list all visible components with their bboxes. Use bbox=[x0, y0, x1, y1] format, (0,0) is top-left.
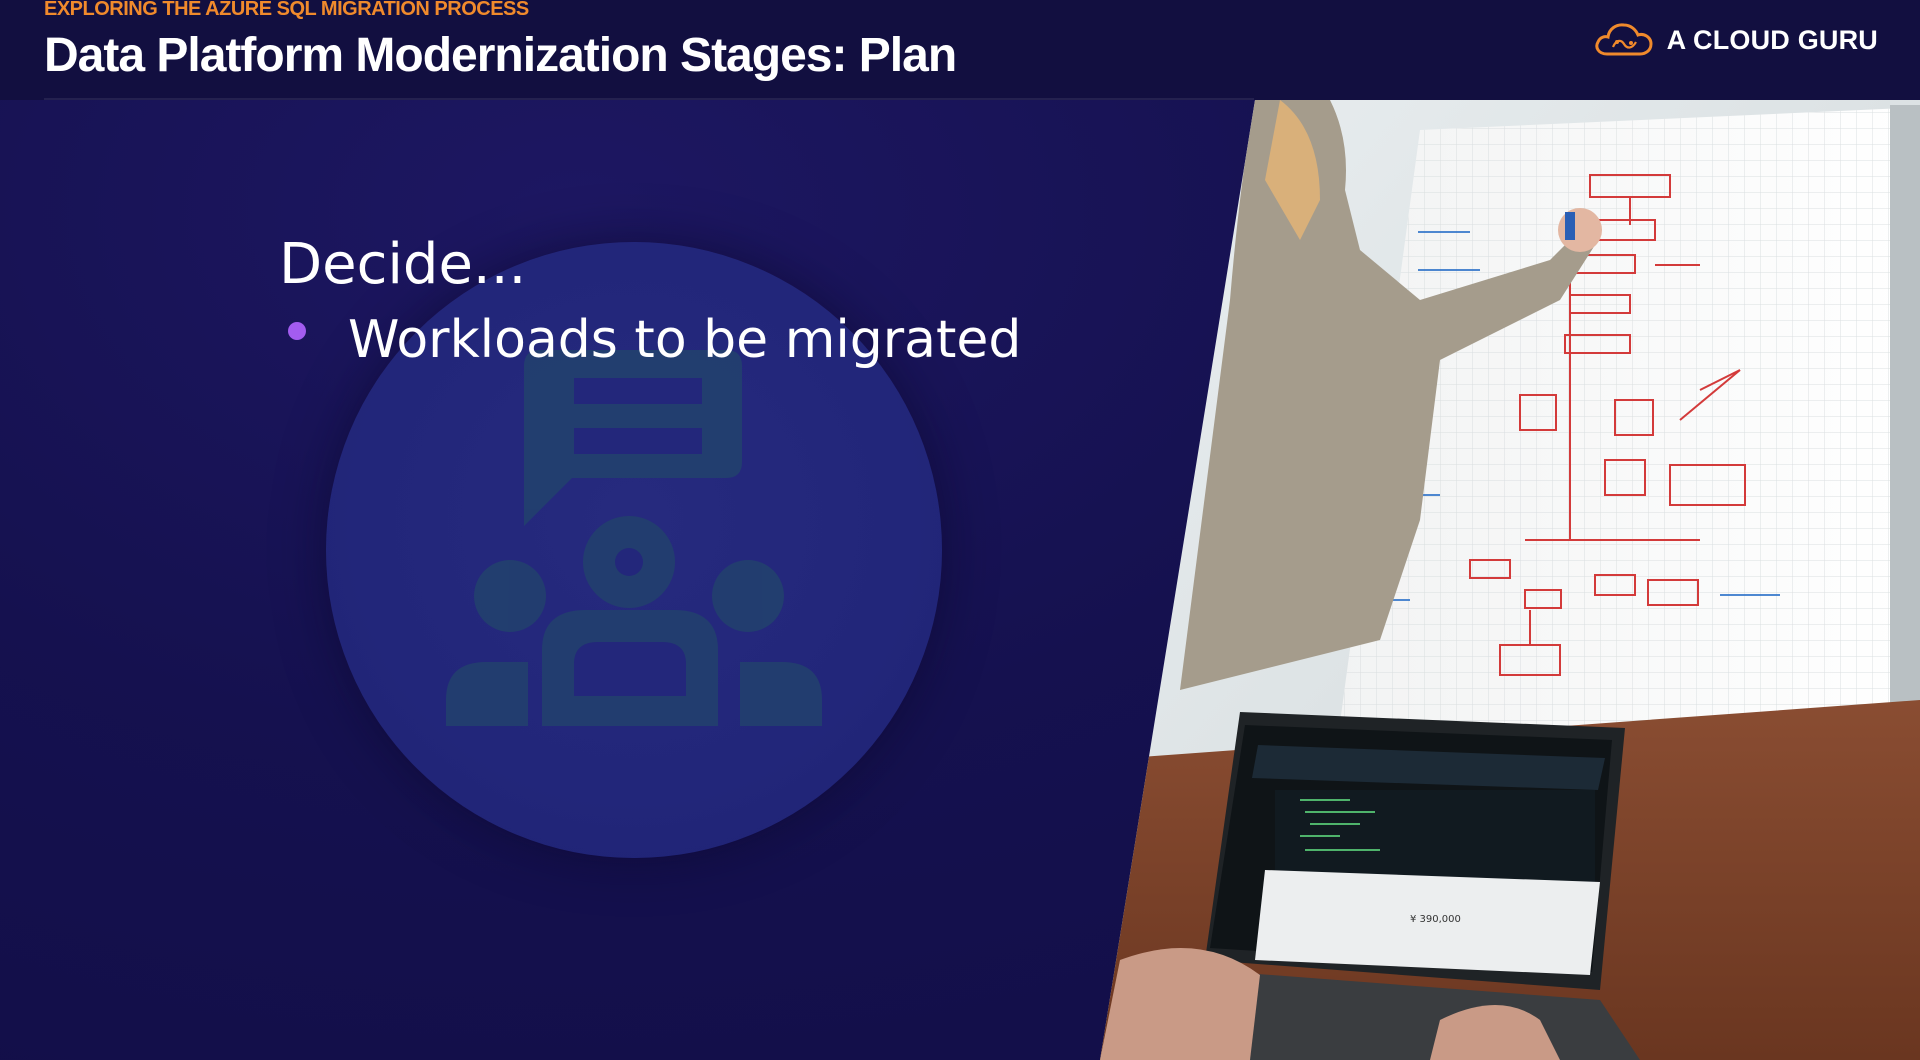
header-divider bbox=[44, 98, 1254, 100]
brand-name: A CLOUD GURU bbox=[1666, 24, 1878, 55]
bullet-dot-icon bbox=[288, 322, 306, 340]
people-discussion-icon bbox=[446, 350, 822, 726]
laptop-screen-value: ¥ 390,000 bbox=[1410, 914, 1461, 925]
slide-header: EXPLORING THE AZURE SQL MIGRATION PROCES… bbox=[0, 0, 1920, 100]
content-heading: Decide... bbox=[279, 232, 527, 297]
cloud-logo-icon bbox=[1594, 23, 1653, 56]
bullet-text: Workloads to be migrated bbox=[348, 310, 1022, 370]
course-eyebrow: EXPLORING THE AZURE SQL MIGRATION PROCES… bbox=[44, 0, 529, 20]
bullet-item: Workloads to be migrated bbox=[288, 310, 1021, 370]
slide-title: Data Platform Modernization Stages: Plan bbox=[44, 29, 957, 82]
brand-logo: A CLOUD GURU bbox=[1593, 18, 1878, 62]
